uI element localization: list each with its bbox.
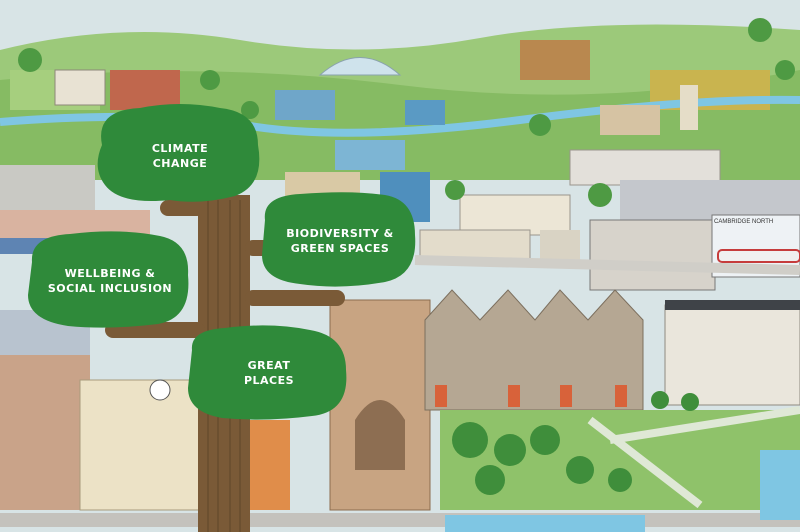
road <box>414 255 800 275</box>
canopy-climate-change <box>97 104 260 202</box>
door <box>560 385 572 407</box>
canopy-label-great-places: GREAT PLACES <box>243 359 295 387</box>
clock-building <box>79 379 201 511</box>
river <box>445 515 645 532</box>
housing-block <box>419 229 531 261</box>
canopy-label-biodiversity: BIODIVERSITY & GREEN SPACES <box>286 227 394 255</box>
terraced-houses <box>424 289 644 411</box>
station-sign: CAMBRIDGE NORTH <box>714 219 774 225</box>
park <box>440 410 800 510</box>
building <box>54 69 106 106</box>
station-building <box>589 219 716 291</box>
glasshouse <box>318 57 402 76</box>
housing-block <box>459 194 571 236</box>
apartments <box>620 180 800 220</box>
door <box>435 385 447 407</box>
car-park <box>0 165 95 210</box>
houses <box>569 149 721 186</box>
train <box>717 249 800 263</box>
clock <box>149 379 171 401</box>
canopy-label-climate-change: CLIMATE CHANGE <box>151 142 209 170</box>
trees <box>18 18 795 207</box>
trees <box>452 391 699 495</box>
office-building <box>405 100 445 125</box>
church-tower <box>680 85 698 130</box>
pond <box>760 450 800 520</box>
brick-building <box>0 355 90 510</box>
park-path <box>587 406 800 509</box>
chapel-window <box>355 400 405 470</box>
red-brick-house <box>110 70 180 110</box>
house <box>600 105 660 135</box>
canopy-great-places <box>188 325 347 420</box>
canopy-wellbeing-social-inclusion <box>28 231 189 328</box>
georgian-terrace <box>664 304 800 406</box>
office-building <box>275 90 335 120</box>
roof <box>665 300 800 310</box>
canopy-biodiversity-green-spaces <box>262 192 416 287</box>
farm-field <box>520 40 590 80</box>
door <box>615 385 627 407</box>
glass-building <box>335 140 405 170</box>
door <box>508 385 520 407</box>
canopy-label-wellbeing: WELLBEING & SOCIAL INCLUSION <box>47 267 173 295</box>
orange-building <box>250 420 290 510</box>
